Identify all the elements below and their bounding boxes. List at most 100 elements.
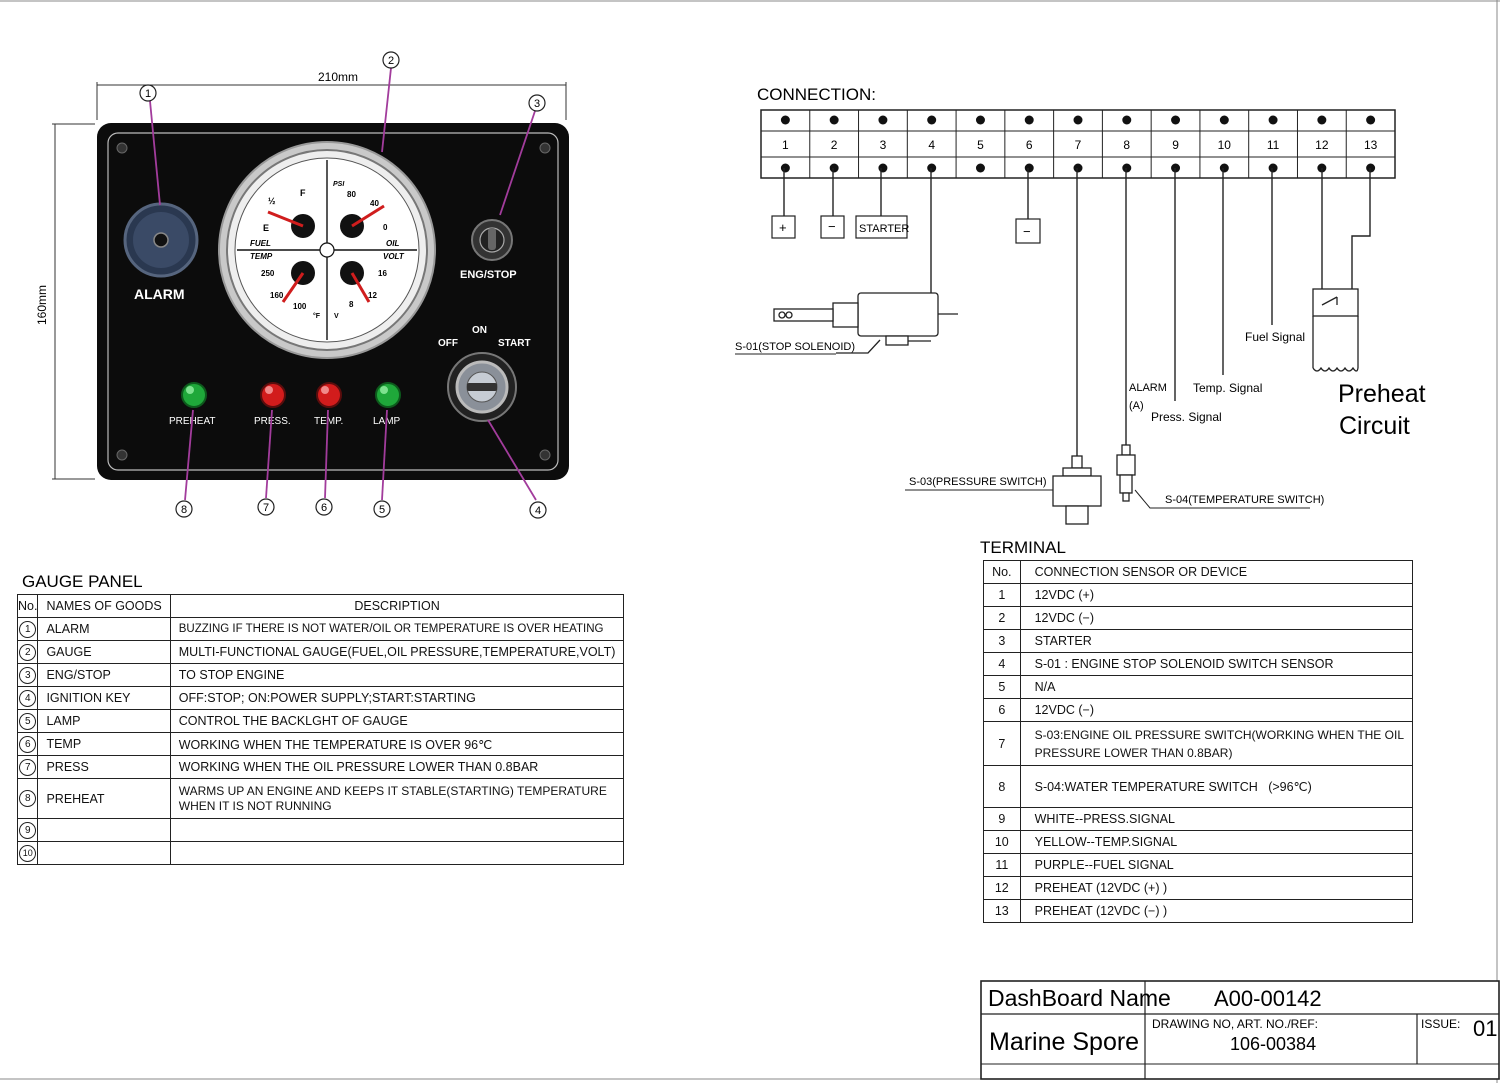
callout-7: 7 bbox=[257, 498, 275, 516]
terminal-header-connection: CONNECTION SENSOR OR DEVICE bbox=[1019, 560, 1414, 584]
terminal-title: TERMINAL bbox=[980, 538, 1066, 557]
volt-label: VOLT bbox=[383, 252, 405, 261]
row-name: TEMP bbox=[37, 732, 171, 756]
row-name: GAUGE bbox=[37, 640, 171, 664]
minus-box-6 bbox=[1015, 218, 1041, 244]
svg-text:5: 5 bbox=[379, 504, 385, 516]
terminal-number: 11 bbox=[1267, 138, 1280, 152]
row-name bbox=[37, 818, 171, 842]
terminal-screw-dot bbox=[878, 163, 888, 173]
minus-symbol-6: − bbox=[1023, 224, 1031, 239]
terminal-screw-dot bbox=[1073, 115, 1083, 125]
terminal-desc-line1: S-03:ENGINE OIL PRESSURE SWITCH(WORKING … bbox=[1034, 727, 1404, 742]
terminal-screw-dot bbox=[1268, 115, 1278, 125]
table-row: 9 bbox=[16, 818, 625, 842]
row-desc: MULTI-FUNCTIONAL GAUGE(FUEL,OIL PRESSURE… bbox=[169, 640, 625, 664]
terminal-no: 1 bbox=[983, 583, 1021, 607]
starter-label: STARTER bbox=[859, 223, 909, 235]
temp-tick-100: 100 bbox=[293, 302, 307, 311]
header-names: NAMES OF GOODS bbox=[37, 594, 171, 618]
connection-title: CONNECTION: bbox=[757, 85, 876, 104]
temp-signal-label: Temp. Signal bbox=[1193, 381, 1262, 395]
height-dimension: 160mm bbox=[35, 285, 49, 325]
key-off-label: OFF bbox=[438, 338, 458, 349]
multi-gauge: E ½ F FUEL PSI 80 40 0 OIL TEMP 250 160 … bbox=[218, 141, 436, 359]
svg-text:7: 7 bbox=[263, 502, 269, 514]
svg-text:6: 6 bbox=[321, 502, 327, 514]
row-desc bbox=[169, 818, 625, 842]
terminal-number: 12 bbox=[1315, 138, 1329, 152]
callout-8: 8 bbox=[175, 500, 193, 518]
row-desc: CONTROL THE BACKLGHT OF GAUGE bbox=[169, 709, 625, 733]
terminal-desc: 12VDC (−) bbox=[1019, 698, 1414, 722]
header-no: No. bbox=[16, 594, 39, 618]
alarm-a-sub: (A) bbox=[1129, 400, 1144, 412]
header-description: DESCRIPTION bbox=[169, 594, 625, 618]
terminal-screw-dot bbox=[1317, 115, 1327, 125]
terminal-number: 8 bbox=[1123, 138, 1130, 152]
terminal-no: 3 bbox=[983, 629, 1021, 653]
row-number: 10 bbox=[19, 844, 37, 862]
terminal-no: 7 bbox=[983, 721, 1021, 766]
terminal-screw-dot bbox=[829, 163, 839, 173]
terminal-no: 8 bbox=[983, 765, 1021, 808]
terminal-desc: N/A bbox=[1019, 675, 1414, 699]
issue-value: 01 bbox=[1473, 1016, 1497, 1041]
volt-unit: V bbox=[334, 313, 339, 320]
eng-stop-label: ENG/STOP bbox=[460, 269, 517, 281]
table-row: 7 S-03:ENGINE OIL PRESSURE SWITCH(WORKING… bbox=[983, 721, 1414, 766]
row-desc bbox=[169, 841, 625, 865]
issue-label: ISSUE: bbox=[1421, 1017, 1460, 1031]
terminal-no: 2 bbox=[983, 606, 1021, 630]
row-name: PREHEAT bbox=[37, 778, 171, 819]
terminal-no: 5 bbox=[983, 675, 1021, 699]
callout-5: 5 bbox=[373, 500, 391, 518]
eng-stop-switch[interactable] bbox=[471, 219, 513, 261]
temp-tick-160: 160 bbox=[270, 291, 284, 300]
volt-tick-16: 16 bbox=[378, 269, 387, 278]
terminal-number: 5 bbox=[977, 138, 984, 152]
callout-2: 2 bbox=[382, 51, 400, 69]
minus-symbol-2: − bbox=[828, 219, 836, 234]
plus-box bbox=[771, 215, 796, 239]
svg-text:3: 3 bbox=[534, 98, 540, 110]
terminal-screw-dot bbox=[829, 115, 839, 125]
temp-tick-250: 250 bbox=[261, 269, 275, 278]
led-press bbox=[260, 382, 286, 408]
led-preheat bbox=[181, 382, 207, 408]
terminal-desc: S-01 : ENGINE STOP SOLENOID SWITCH SENSO… bbox=[1019, 652, 1414, 676]
terminal-no: 12 bbox=[983, 876, 1021, 900]
terminal-desc: STARTER bbox=[1019, 629, 1414, 653]
terminal-no: 11 bbox=[983, 853, 1021, 877]
stop-solenoid bbox=[773, 292, 958, 354]
preheat-circuit-line2: Circuit bbox=[1339, 412, 1410, 440]
key-start-label: START bbox=[498, 338, 531, 349]
row-number: 6 bbox=[19, 735, 37, 753]
starter-box bbox=[855, 215, 908, 239]
row-desc: OFF:STOP; ON:POWER SUPPLY;START:STARTING bbox=[169, 686, 625, 710]
oil-unit: PSI bbox=[333, 181, 345, 188]
row-number: 9 bbox=[19, 821, 37, 839]
oil-tick-0: 0 bbox=[383, 223, 388, 232]
row-number: 1 bbox=[19, 620, 37, 638]
ignition-key[interactable] bbox=[447, 352, 517, 422]
callout-6: 6 bbox=[315, 498, 333, 516]
svg-text:8: 8 bbox=[181, 504, 187, 516]
volt-tick-12: 12 bbox=[368, 291, 377, 300]
terminal-no: 10 bbox=[983, 830, 1021, 854]
preheat-circuit-line1: Preheat bbox=[1338, 380, 1426, 408]
terminal-header-no: No. bbox=[983, 560, 1021, 584]
pressure-switch bbox=[1052, 455, 1102, 525]
terminal-number: 13 bbox=[1364, 138, 1378, 152]
row-number: 2 bbox=[19, 643, 37, 661]
dashboard-name-label: DashBoard Name bbox=[988, 985, 1171, 1011]
press-signal-label: Press. Signal bbox=[1151, 410, 1222, 424]
dashboard-name-value: A00-00142 bbox=[1214, 986, 1322, 1011]
